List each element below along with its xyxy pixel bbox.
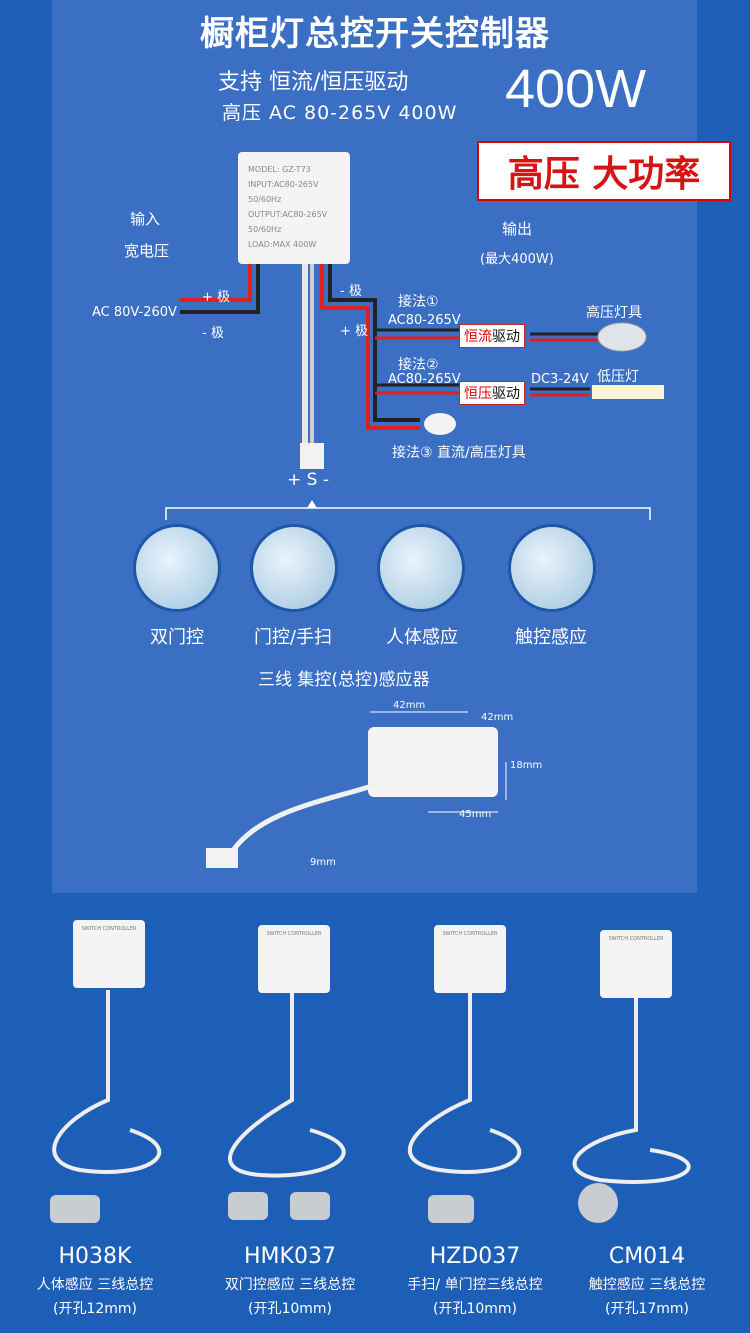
controller-box: MODEL: GZ-T73 INPUT:AC80-265V 50/60Hz OU… [238, 152, 350, 264]
product-code: HMK037 [244, 1244, 336, 1269]
product-hole: (开孔10mm) [247, 1301, 332, 1317]
ac-range: AC 80V-260V [92, 305, 177, 320]
h038k-sensor-icon [50, 1195, 100, 1223]
product-code: CM014 [608, 1244, 686, 1269]
input-title: 输入 [130, 210, 161, 228]
sensor-caption: 三线 集控(总控)感应器 [258, 670, 430, 690]
sensor-label: 触控感应 [515, 627, 587, 648]
input-plus: + 极 [202, 290, 231, 305]
product-desc: 双门控感应 三线总控 [224, 1277, 356, 1293]
input-sub: 宽电压 [124, 242, 170, 260]
sensor-label: 人体感应 [386, 627, 458, 648]
output-title: 输出 [502, 220, 533, 238]
product-hole: (开孔12mm) [52, 1301, 137, 1317]
dimension-product [368, 727, 498, 797]
output-sub: (最大400W) [480, 252, 554, 267]
support-text: 支持 恒流/恒压驱动 [218, 70, 409, 95]
product-desc: 手扫/ 单门控三线总控 [407, 1277, 543, 1293]
hmk037-sensor-icon [290, 1192, 330, 1220]
output-plus: + 极 [340, 324, 369, 339]
high-power-badge: 高压 大功率 [477, 141, 731, 201]
cm014-touch-button-icon [578, 1183, 618, 1223]
product-code: HZD037 [429, 1244, 521, 1269]
method1-label: 接法① [398, 294, 439, 310]
model-label: MODEL: GZ-T73 [248, 165, 311, 174]
method1-voltage: AC80-265V [388, 313, 461, 328]
body-sensor-icon [377, 524, 465, 612]
product-code: H038K [58, 1244, 132, 1269]
dim-height: 18mm [510, 760, 543, 771]
product-desc: 触控感应 三线总控 [588, 1277, 706, 1293]
product-controller-box: SWITCH CONTROLLER [73, 920, 145, 988]
dim-depth: 42mm [481, 712, 514, 723]
power-rating: 400W [505, 59, 647, 119]
method2-dc: DC3-24V [531, 372, 589, 387]
dimension-drawing [206, 711, 507, 868]
product-desc: 人体感应 三线总控 [36, 1277, 154, 1293]
double-door-sensor-icon [133, 524, 221, 612]
sensor-label: 双门控 [150, 627, 204, 648]
method1-lamp: 高压灯具 [586, 305, 642, 321]
dim-width: 42mm [393, 700, 426, 711]
input-minus: - 极 [202, 326, 224, 341]
input-label: INPUT:AC80-265V 50/60Hz [248, 180, 319, 204]
page-title: 橱柜灯总控开关控制器 [200, 14, 550, 54]
wiring-diagram [165, 255, 664, 520]
method2-lamp: 低压灯 [597, 369, 639, 385]
method3-label: 接法③ 直流/高压灯具 [392, 445, 526, 461]
touch-sensor-icon [508, 524, 596, 612]
door-hand-sweep-sensor-icon [250, 524, 338, 612]
product-controller-box: SWITCH CONTROLLER [258, 925, 330, 993]
product-controller-box: SWITCH CONTROLLER [600, 930, 672, 998]
product-hole: (开孔17mm) [604, 1301, 689, 1317]
constant-current-driver: 恒流驱动 [459, 324, 525, 348]
load-label: LOAD:MAX 400W [248, 240, 317, 249]
output-label: OUTPUT:AC80-265V 50/60Hz [248, 210, 328, 234]
product-controller-box: SWITCH CONTROLLER [434, 925, 506, 993]
connector-label: + S - [287, 470, 329, 490]
output-minus: - 极 [340, 284, 362, 299]
hmk037-sensor-icon [228, 1192, 268, 1220]
method2-label: 接法② [398, 357, 439, 373]
hzd037-sensor-icon [428, 1195, 474, 1223]
dim-length: 45mm [459, 809, 492, 820]
sensor-label: 门控/手扫 [253, 627, 333, 648]
method2-voltage: AC80-265V [388, 372, 461, 387]
spec-text: 高压 AC 80-265V 400W [222, 102, 458, 124]
product-hole: (开孔10mm) [432, 1301, 517, 1317]
constant-voltage-driver: 恒压驱动 [459, 381, 525, 405]
dim-cable: 9mm [310, 857, 336, 868]
